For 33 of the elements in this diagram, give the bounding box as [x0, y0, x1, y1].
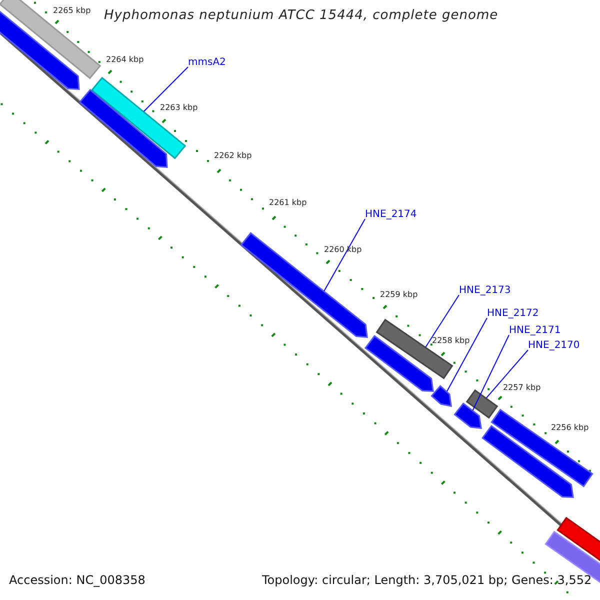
gene-label: HNE_2174 [365, 209, 417, 220]
scale-label: 2264 kbp [106, 55, 144, 64]
leader-line [486, 350, 528, 398]
title: Hyphomonas neptunium ATCC 15444, complete genome [104, 9, 498, 24]
gene-feature [482, 424, 574, 498]
leader-line [446, 318, 488, 392]
gene-feature [466, 389, 498, 419]
gene-feature [376, 318, 454, 380]
scale-label: 2261 kbp [269, 198, 307, 208]
scale-label: 2263 kbp [160, 103, 198, 112]
leader-line [472, 334, 510, 411]
gene-label: HNE_2171 [509, 325, 561, 336]
scale-label: 2256 kbp [551, 423, 589, 432]
gene-feature [454, 402, 482, 429]
scale-label: 2265 kbp [53, 6, 91, 16]
scale-label: 2258 kbp [432, 336, 470, 346]
gene-feature [364, 334, 434, 392]
gene-label: HNE_2173 [459, 285, 511, 296]
gene-label: HNE_2170 [528, 340, 580, 352]
gene-feature [430, 385, 452, 407]
leader-line [324, 218, 366, 292]
accession-text: Accession: NC_008358 [9, 574, 146, 588]
gene-feature [490, 408, 594, 488]
scale-label: 2260 kbp [324, 245, 362, 254]
scale-label: 2259 kbp [380, 290, 418, 300]
scale-label: 2257 kbp [503, 383, 541, 392]
gene-feature [240, 232, 368, 338]
gene-label: mmsA2 [188, 57, 226, 68]
leader-line [425, 294, 460, 348]
scale-label: 2262 kbp [214, 151, 252, 160]
genome-info-text: Topology: circular; Length: 3,705,021 bp; Genes: 3,552 [262, 574, 592, 588]
gene-label: HNE_2172 [487, 308, 539, 320]
gene-feature [0, 0, 102, 80]
